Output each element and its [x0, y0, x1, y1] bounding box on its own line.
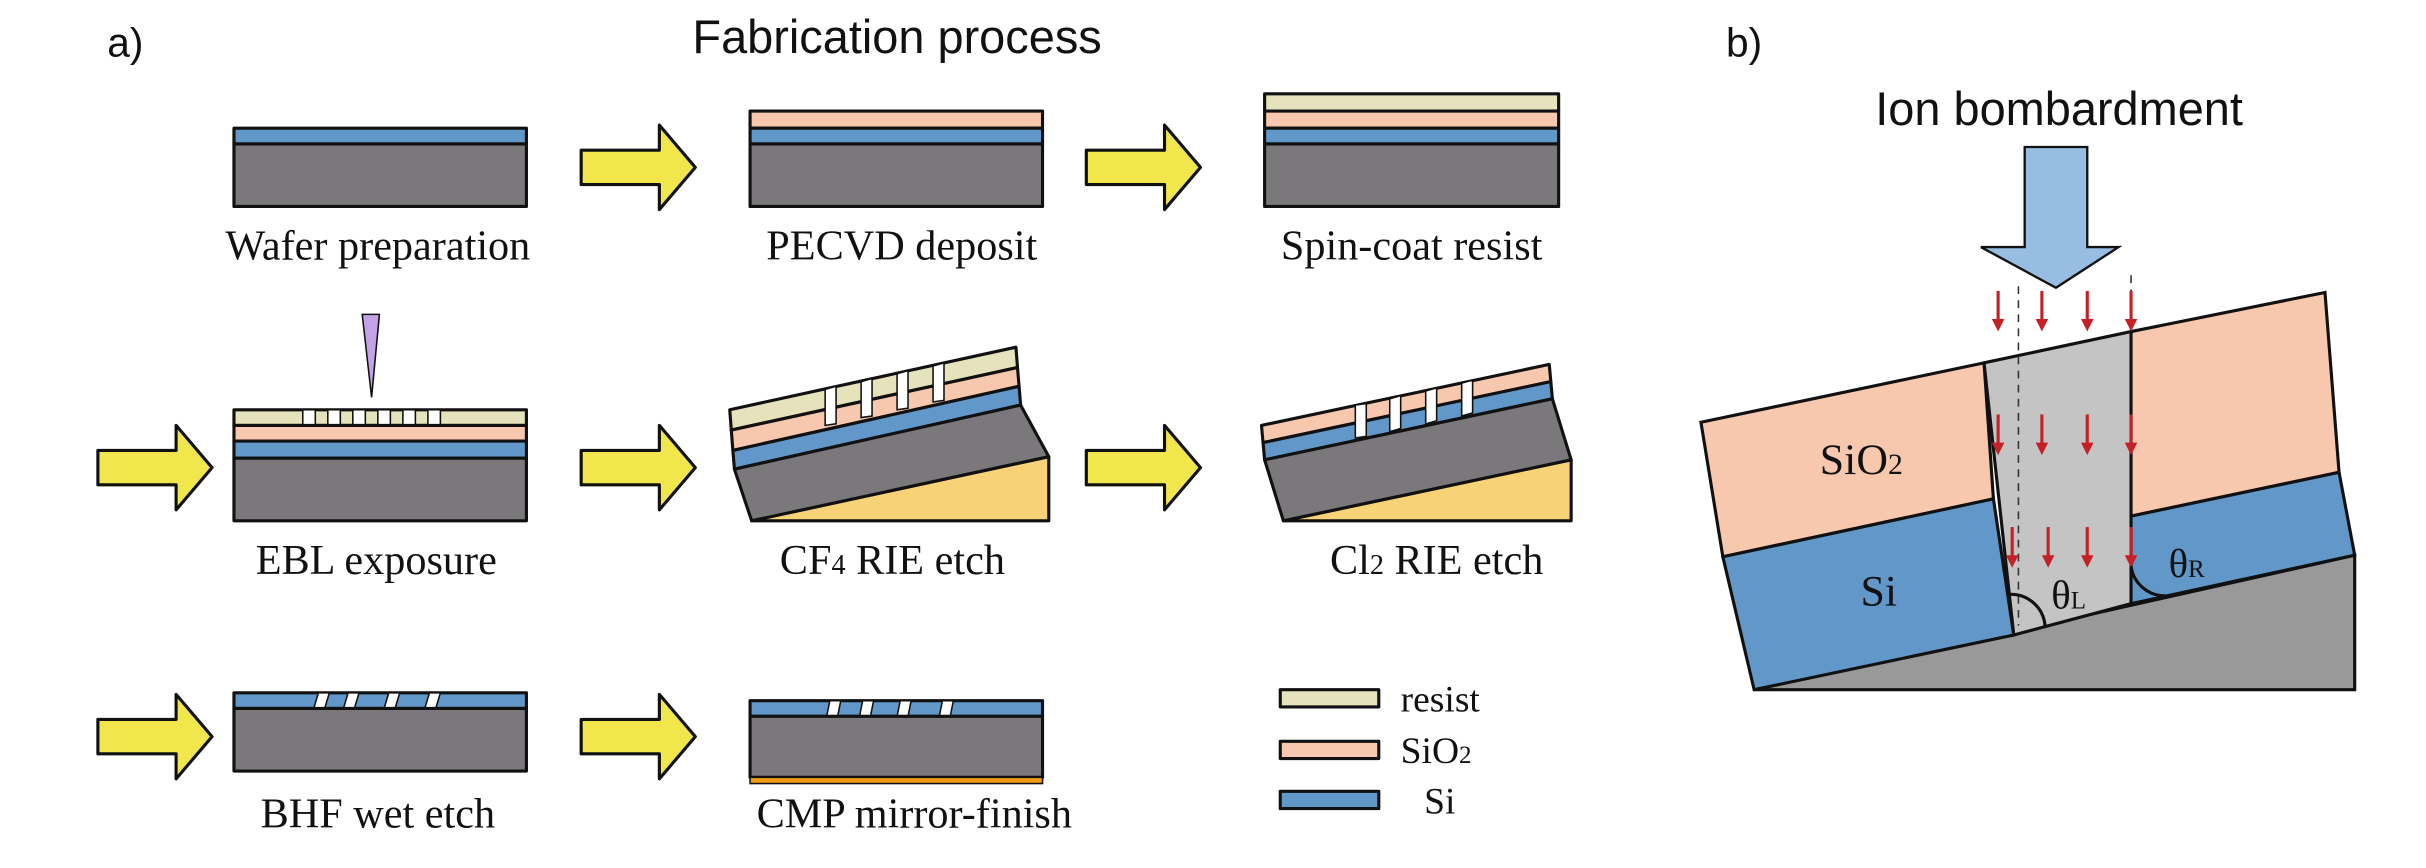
panel-b-title: Ion bombardment — [1875, 83, 2243, 135]
process-arrow — [579, 423, 697, 512]
process-arrow — [579, 692, 697, 781]
panel-b: b) Ion bombardment — [1699, 19, 2357, 692]
legend-label: SiO2 — [1401, 731, 1472, 772]
step-label: Spin-coat resist — [1281, 223, 1543, 270]
si-layer — [232, 691, 528, 711]
etched-trenches — [825, 699, 955, 718]
legend-swatch — [1278, 789, 1381, 811]
step-cl2-rie-etch: Cl2 RIE etch — [1259, 362, 1573, 584]
legend: resist SiO2 Si — [1278, 680, 1481, 822]
step-cf4-rie-etch: CF4 RIE etch — [728, 345, 1051, 584]
substrate — [732, 403, 1051, 523]
mirror-finish-layer — [749, 776, 1044, 785]
ion-arrows — [1991, 290, 2138, 568]
etched-trenches — [824, 361, 945, 427]
sio2-layer — [232, 423, 528, 443]
process-arrow — [1084, 423, 1203, 512]
step-spin-coat-resist: Spin-coat resist — [1263, 92, 1561, 270]
panel-b-label: b) — [1726, 19, 1762, 65]
legend-item-resist: resist — [1278, 680, 1481, 721]
step-label: Cl2 RIE etch — [1330, 537, 1543, 584]
si-right — [2129, 470, 2357, 606]
region-label-sio2: SiO2 — [1820, 436, 1903, 484]
step-cmp-mirror-finish: CMP mirror-finish — [748, 699, 1072, 837]
step-label: EBL exposure — [256, 537, 497, 584]
si-layer — [232, 439, 528, 460]
si-layer — [748, 126, 1045, 146]
region-label-si: Si — [1860, 567, 1897, 615]
legend-item-si: Si — [1278, 781, 1455, 822]
angle-label-right: θR — [2169, 541, 2205, 586]
ion-arrow-icon — [2081, 527, 2094, 568]
legend-swatch — [1278, 688, 1381, 709]
step-label: BHF wet etch — [261, 790, 496, 837]
si-layer — [748, 699, 1045, 718]
step-bhf-wet-etch: BHF wet etch — [232, 691, 528, 837]
substrate — [232, 142, 528, 209]
ion-arrow-icon — [2124, 290, 2138, 332]
angle-arc-right — [2129, 565, 2166, 598]
process-arrow — [96, 692, 214, 781]
legend-item-sio2: SiO2 — [1278, 731, 1472, 772]
angle-arc-left — [2008, 592, 2047, 626]
ion-arrow-icon — [2124, 414, 2138, 456]
ion-arrow-icon — [2124, 527, 2138, 568]
angle-label-left: θL — [2051, 572, 2086, 617]
etched-trenches — [1354, 379, 1474, 439]
ion-arrow-icon — [2035, 290, 2049, 332]
panel-a: a) Fabrication process Wafer preparation… — [96, 11, 1573, 837]
substrate — [1263, 142, 1561, 209]
legend-label: resist — [1401, 680, 1481, 721]
step-label: Wafer preparation — [225, 223, 530, 270]
substrate — [748, 142, 1045, 209]
step-label: CMP mirror-finish — [757, 790, 1072, 837]
ion-arrow-icon — [2041, 527, 2055, 568]
process-arrow — [579, 123, 697, 212]
exposed-pattern — [301, 408, 442, 427]
panel-a-label: a) — [107, 19, 143, 65]
process-arrow — [96, 423, 214, 512]
step-label: CF4 RIE etch — [780, 537, 1005, 584]
ion-arrow-icon — [1991, 414, 2005, 456]
step-pecvd-deposit: PECVD deposit — [748, 109, 1045, 270]
sio2-layer — [748, 109, 1045, 130]
ion-beam-arrow-icon — [1980, 145, 2123, 290]
ion-arrow-icon — [2035, 414, 2049, 456]
ion-arrow-icon — [2081, 290, 2094, 332]
panel-a-title: Fabrication process — [692, 11, 1101, 63]
step-ebl-exposure: EBL exposure — [232, 313, 528, 584]
resist-layer — [1263, 92, 1561, 113]
legend-label: Si — [1424, 781, 1455, 822]
legend-swatch — [1278, 739, 1381, 761]
sio2-layer — [1263, 109, 1561, 130]
substrate — [232, 706, 528, 773]
ion-arrow-icon — [1991, 290, 2005, 332]
substrate — [232, 456, 528, 523]
ion-arrow-icon — [2081, 414, 2094, 456]
step-wafer-preparation: Wafer preparation — [225, 126, 530, 270]
electron-beam-icon — [361, 313, 381, 398]
ion-arrow-icon — [2005, 527, 2019, 568]
si-layer — [232, 126, 528, 146]
substrate — [748, 714, 1045, 779]
si-layer — [1263, 126, 1561, 146]
step-label: PECVD deposit — [766, 223, 1037, 270]
process-arrow — [1084, 123, 1203, 212]
substrate — [1263, 397, 1573, 523]
